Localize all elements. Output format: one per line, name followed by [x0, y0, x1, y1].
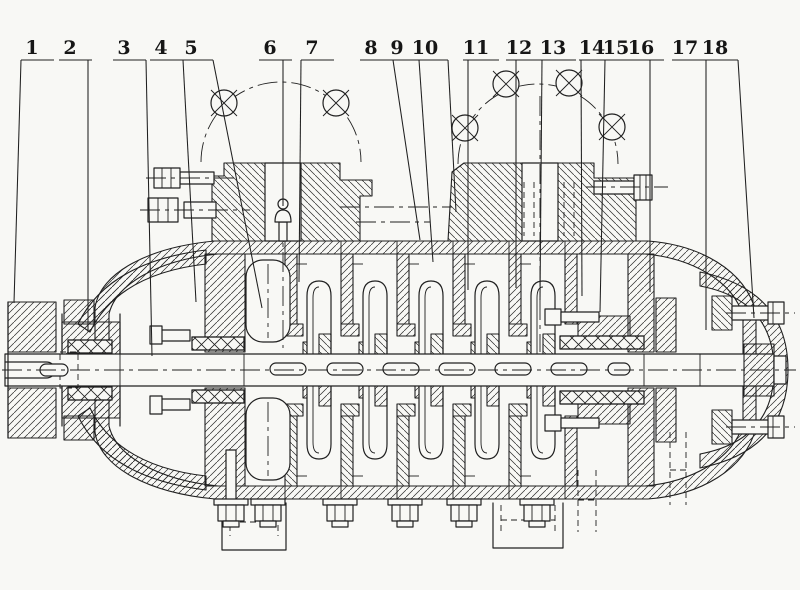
callout-label-9: 9 — [390, 37, 403, 59]
callout-11: 11 — [463, 37, 499, 290]
suction-flange — [140, 150, 452, 348]
callout-7: 7 — [298, 37, 334, 283]
stuffing-box-left — [149, 325, 245, 415]
dome-bolt-bottom — [726, 415, 795, 439]
callout-label-14: 14 — [579, 37, 605, 59]
callout-18: 18 — [702, 37, 755, 319]
bolt-circle-right — [451, 69, 626, 165]
impeller-stage-lower — [452, 385, 500, 487]
stage-joints — [284, 241, 566, 499]
callout-3: 3 — [113, 37, 153, 357]
impeller-stage — [452, 253, 500, 355]
bolt-hole — [598, 113, 626, 141]
callout-label-18: 18 — [702, 37, 728, 59]
callout-label-7: 7 — [305, 37, 318, 59]
callout-12: 12 — [506, 37, 542, 288]
callout-label-5: 5 — [184, 37, 197, 59]
callout-label-17: 17 — [672, 37, 698, 59]
bolt-hole — [492, 70, 520, 98]
callout-label-4: 4 — [154, 37, 167, 59]
suction-cover — [204, 253, 246, 487]
impeller-stage — [284, 253, 332, 355]
hex-nut — [250, 498, 286, 528]
bolt-hole — [210, 89, 238, 117]
callout-6: 6 — [259, 37, 292, 206]
impeller-stage-lower — [508, 385, 556, 487]
stud-left — [225, 449, 237, 501]
bolt-circle-left — [200, 81, 362, 163]
bolt-hole — [555, 69, 583, 97]
casing-tie-bolt-nuts — [213, 449, 555, 528]
callout-label-12: 12 — [506, 37, 532, 59]
foot-right — [492, 502, 564, 549]
impeller-stage-lower — [340, 385, 388, 487]
shaft-keyways — [39, 362, 631, 377]
dome-bolt-top — [726, 301, 795, 325]
discharge-flange-bolt — [586, 174, 668, 201]
bearing-housing-left — [61, 313, 121, 427]
callout-13: 13 — [539, 37, 576, 301]
callout-2: 2 — [59, 37, 92, 332]
callout-17: 17 — [672, 37, 708, 330]
hex-nut — [213, 498, 249, 528]
coupling-flange-left — [7, 301, 57, 439]
drain-plugs-hidden — [577, 432, 687, 532]
callout-label-10: 10 — [412, 37, 438, 59]
callout-label-11: 11 — [463, 37, 489, 59]
callout-label-16: 16 — [628, 37, 654, 59]
hex-nut — [519, 498, 555, 528]
callout-4: 4 — [150, 37, 197, 303]
suction-flange-bolt-upper — [146, 167, 240, 189]
callout-label-13: 13 — [540, 37, 566, 59]
discharge-flange — [447, 96, 668, 352]
impeller-stage-lower — [396, 385, 444, 487]
hex-nut — [446, 498, 482, 528]
last-diffuser-wall-lower — [564, 415, 578, 487]
vent-fitting — [274, 198, 292, 242]
callout-14: 14 — [579, 37, 615, 297]
callouts: 1 2 3 4 5 6 7 8 — [13, 37, 755, 357]
callout-15: 15 — [599, 37, 639, 313]
bolt-hole — [322, 89, 350, 117]
callout-label-2: 2 — [63, 37, 76, 59]
bolt-hole — [451, 114, 479, 142]
hex-nut — [387, 498, 423, 528]
impeller-stage — [396, 253, 444, 355]
callout-9: 9 — [386, 37, 434, 263]
callout-1: 1 — [13, 37, 54, 304]
stuffing-box-right — [544, 308, 645, 432]
callout-label-6: 6 — [263, 37, 276, 59]
callout-8: 8 — [360, 37, 421, 241]
callout-16: 16 — [628, 37, 664, 292]
callout-5: 5 — [180, 37, 263, 309]
gland-right — [655, 297, 677, 443]
hex-nut — [322, 498, 358, 528]
last-diffuser-wall — [564, 253, 578, 325]
callout-label-8: 8 — [364, 37, 377, 59]
impeller-stage — [340, 253, 388, 355]
suction-flange-bolt-lower — [140, 197, 250, 223]
impeller-stage-lower — [284, 385, 332, 487]
callout-label-3: 3 — [117, 37, 130, 59]
callout-label-1: 1 — [25, 37, 38, 59]
callout-label-15: 15 — [603, 37, 629, 59]
callout-10: 10 — [412, 37, 457, 213]
